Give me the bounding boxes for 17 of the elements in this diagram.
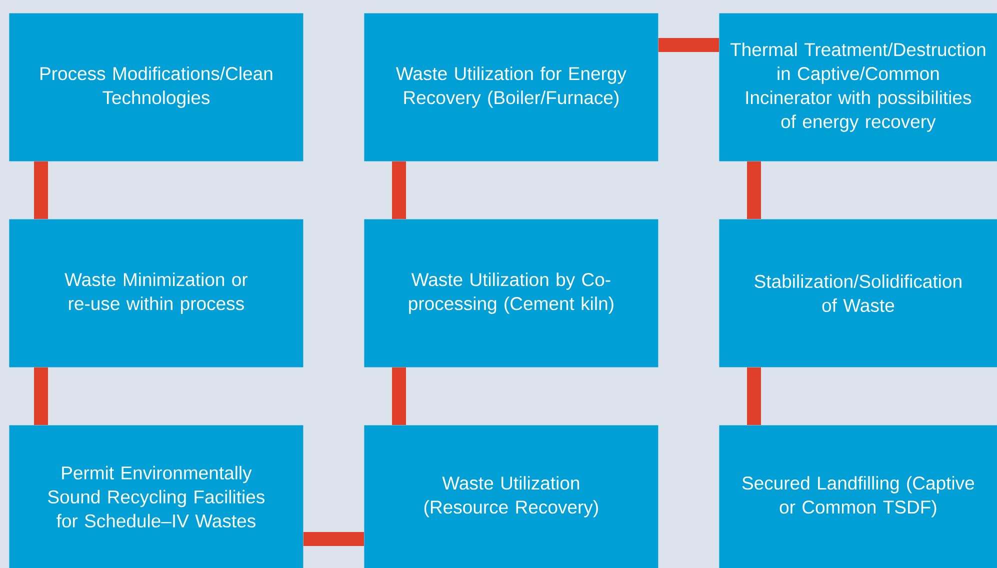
connector-bar: [747, 161, 761, 219]
connector-bar: [747, 367, 761, 425]
connector-bar: [303, 532, 364, 546]
process-box: Permit Environmentally Sound Recycling Facilities for Schedule–IV Wastes: [9, 425, 304, 568]
process-box: Secured Landfilling (Captive or Common TSDF): [719, 425, 997, 568]
process-box: Thermal Treatment/Destruction in Captive/Common Incinerator with possibilities of energy recovery: [719, 13, 997, 162]
process-box: Waste Utilization by Co-processing (Cement kiln): [364, 219, 658, 368]
process-box: Waste Utilization for Energy Recovery (Boiler/Furnace): [364, 13, 658, 162]
connector-bar: [658, 38, 719, 52]
process-box: Stabilization/Solidification of Waste: [719, 219, 997, 368]
process-box: Waste Minimization or re-use within process: [9, 219, 304, 368]
connector-bar: [34, 161, 48, 219]
connector-bar: [34, 367, 48, 425]
connector-bar: [392, 367, 406, 425]
connector-bar: [392, 161, 406, 219]
process-box: Process Modifications/Clean Technologies: [9, 13, 304, 162]
process-box: Waste Utilization (Resource Recovery): [364, 425, 658, 568]
